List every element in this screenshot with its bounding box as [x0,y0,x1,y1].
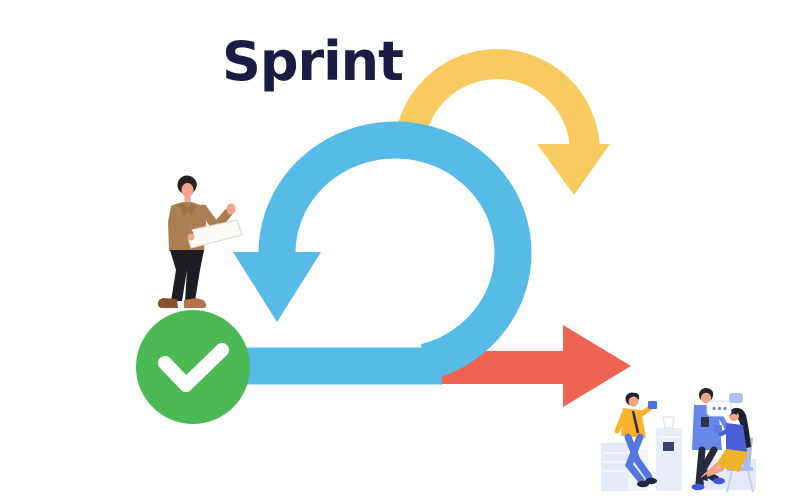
check-circle-icon [136,310,250,424]
document-sheet [185,219,243,249]
presenter-illustration [157,175,243,308]
team-member-woman [695,407,751,485]
presenter-pants [170,250,204,301]
sprint-loop-arrow-icon [198,121,532,385]
team-member-yellow [614,392,657,488]
mug [648,401,657,409]
presenter-face [181,183,194,197]
water-cooler [656,416,682,491]
page-title: Sprint [222,30,404,93]
cup [714,425,722,433]
box-stack [601,443,628,491]
team-illustration [601,388,756,493]
cup [701,417,709,427]
presenter-hand [226,203,236,215]
iteration-arc-arrow-icon [395,49,610,195]
forward-arrow-icon [430,325,631,407]
typing-dots-icon [706,393,743,421]
